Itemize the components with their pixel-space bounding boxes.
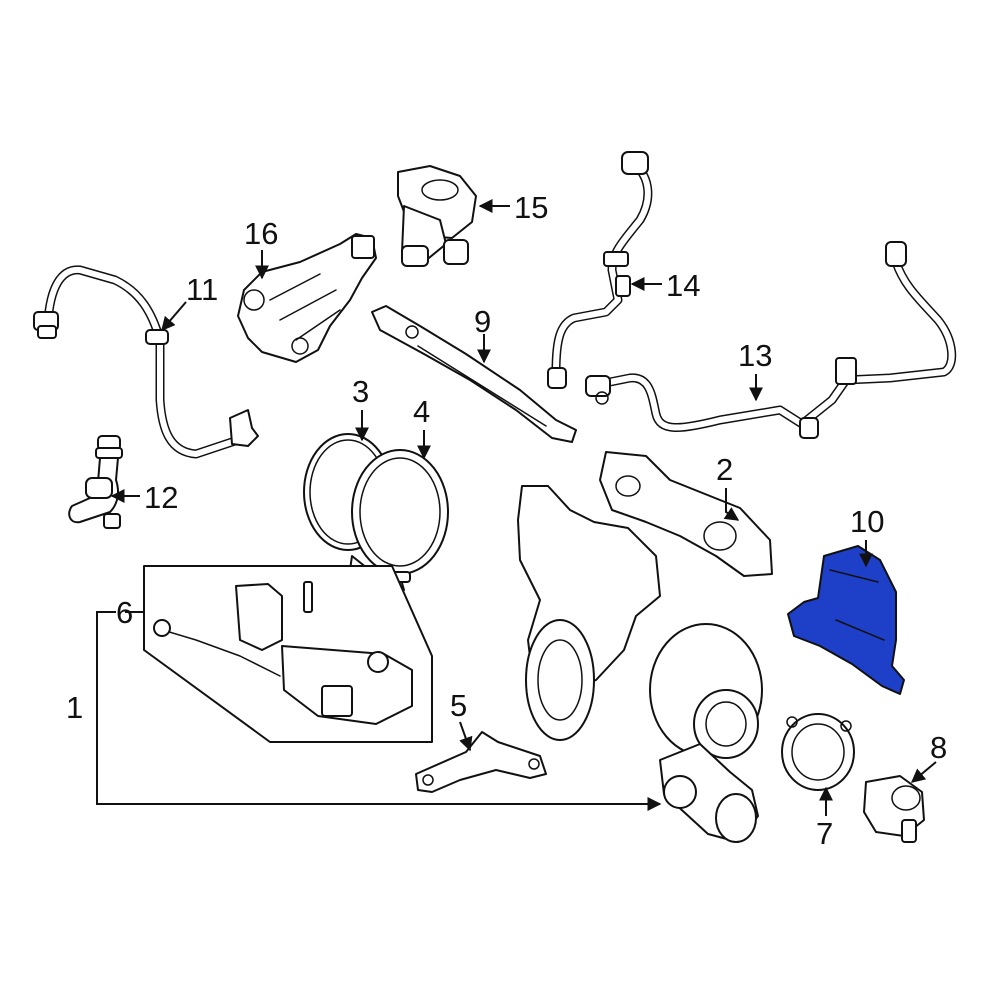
callout-12: 12 — [144, 480, 178, 515]
turbocharger-assembly[interactable] — [517, 485, 763, 843]
part-11-hose[interactable] — [33, 265, 259, 459]
part-16-bracket[interactable] — [237, 233, 377, 363]
callout-5: 5 — [450, 688, 467, 723]
part-13-line[interactable] — [585, 241, 957, 439]
callout-8: 8 — [930, 730, 947, 765]
leader-lines — [96, 199, 937, 816]
callout-6: 6 — [116, 595, 133, 630]
callout-labels: 1 2 3 4 5 6 7 8 9 10 11 12 13 14 15 16 — [66, 190, 947, 851]
part-5-bracket[interactable] — [415, 731, 547, 793]
callout-14: 14 — [666, 268, 700, 303]
part-8-actuator[interactable] — [863, 775, 925, 843]
part-15-pump[interactable] — [397, 165, 477, 267]
callout-2: 2 — [716, 452, 733, 487]
part-12-fitting[interactable] — [68, 435, 123, 529]
callout-9: 9 — [474, 304, 491, 339]
callout-10: 10 — [850, 504, 884, 539]
part-2-gasket[interactable] — [599, 451, 773, 577]
part-9-heat-shield[interactable] — [371, 305, 577, 443]
callout-13: 13 — [738, 338, 772, 373]
callout-1: 1 — [66, 690, 83, 725]
callout-4: 4 — [413, 394, 430, 429]
callout-7: 7 — [816, 816, 833, 851]
callout-11: 11 — [186, 272, 218, 307]
callout-15: 15 — [514, 190, 548, 225]
callout-16: 16 — [244, 216, 278, 251]
part-7-cover[interactable] — [781, 713, 855, 791]
callout-3: 3 — [352, 374, 369, 409]
part-6-actuator-assembly[interactable] — [153, 581, 413, 725]
part-10-heat-shield[interactable] — [787, 545, 905, 695]
part-14-hose[interactable] — [547, 151, 653, 389]
